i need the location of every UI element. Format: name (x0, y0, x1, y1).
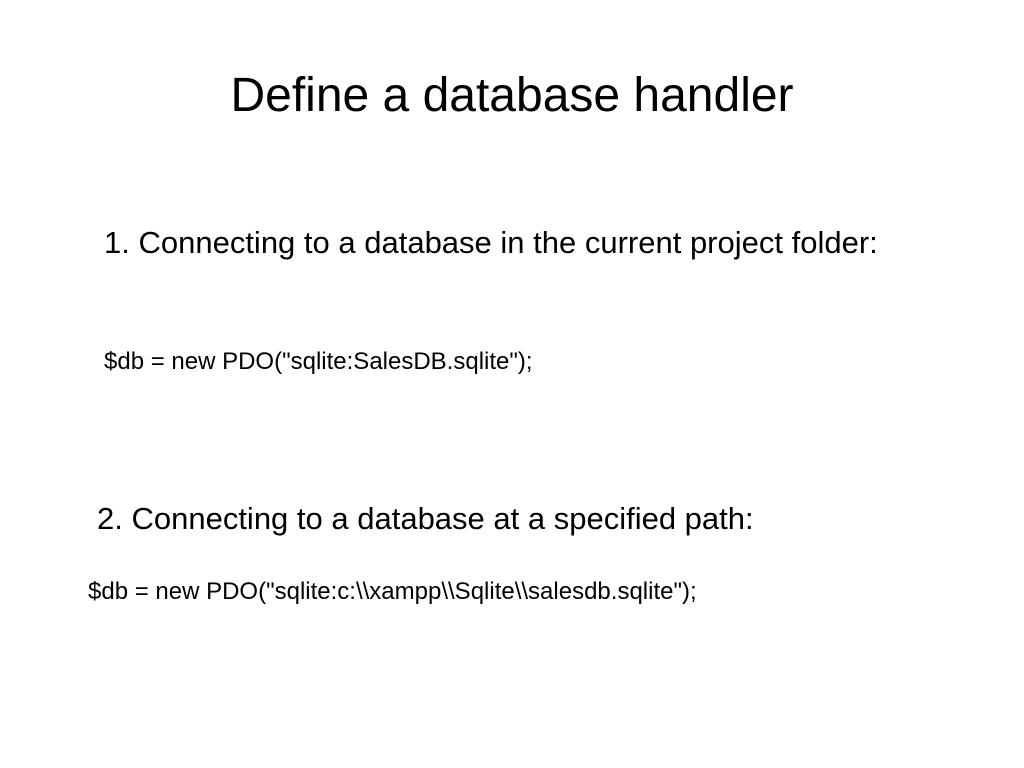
step1-text: 1. Connecting to a database in the curre… (104, 225, 878, 260)
step2-code: $db = new PDO("sqlite:c:\\xampp\\Sqlite\… (88, 578, 697, 605)
step1-code: $db = new PDO("sqlite:SalesDB.sqlite"); (104, 348, 533, 375)
slide-title: Define a database handler (230, 69, 794, 122)
step2-text: 2. Connecting to a database at a specifi… (97, 501, 754, 536)
